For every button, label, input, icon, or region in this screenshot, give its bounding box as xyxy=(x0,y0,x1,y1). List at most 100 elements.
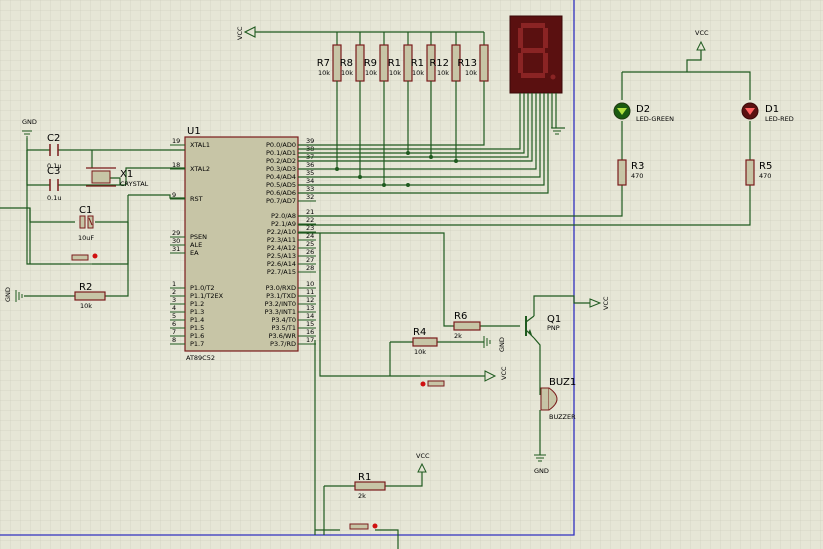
pin-number: 7 xyxy=(172,328,176,336)
pin-name: P2.7/A15 xyxy=(267,268,296,276)
vcc-arrow-bottom-icon xyxy=(417,462,427,473)
pin-name: P3.0/RXD xyxy=(266,284,296,292)
p0-bus-wires xyxy=(298,92,549,194)
pullup-ref: R1 xyxy=(388,58,401,69)
pin-number: 25 xyxy=(306,240,314,248)
pin-name: P0.0/AD0 xyxy=(266,141,296,149)
pin-name: RST xyxy=(190,195,203,203)
r1b-ref: R1 xyxy=(358,472,371,483)
pin-name: P1.0/T2 xyxy=(190,284,215,292)
seven-segment-display[interactable] xyxy=(509,15,565,135)
pin-number: 14 xyxy=(306,312,314,320)
resistor-r1-bottom[interactable] xyxy=(354,481,386,491)
pin-number: 26 xyxy=(306,248,314,256)
vcc-label-bottom: VCC xyxy=(416,452,430,460)
r3-ref: R3 xyxy=(631,161,644,172)
r6-value: 2k xyxy=(454,332,462,340)
gnd-icon-buzzer xyxy=(534,454,546,462)
c1-value: 10uF xyxy=(78,234,94,242)
pin-name: P2.3/A11 xyxy=(267,236,296,244)
pin-number: 17 xyxy=(306,336,314,344)
r6-ref: R6 xyxy=(454,311,467,322)
c1-ref: C1 xyxy=(79,205,92,216)
pin-name: P1.3 xyxy=(190,308,204,316)
pullup-resistor[interactable] xyxy=(479,44,489,82)
pin-number: 6 xyxy=(172,320,176,328)
pin-name: P3.1/TXD xyxy=(266,292,296,300)
capacitor-c3[interactable] xyxy=(49,179,59,191)
pin-number: 35 xyxy=(306,169,314,177)
resistor-r5[interactable] xyxy=(745,159,755,186)
capacitor-c2[interactable] xyxy=(49,144,59,156)
pin-name: P1.7 xyxy=(190,340,204,348)
r4-ref: R4 xyxy=(413,327,426,338)
c2-ref: C2 xyxy=(47,133,60,144)
vcc-label-mid: VCC xyxy=(500,366,508,380)
c3-ref: C3 xyxy=(47,166,60,177)
pin-number: 11 xyxy=(306,288,314,296)
resistor-r2[interactable] xyxy=(74,291,106,301)
r2-value: 10k xyxy=(80,302,92,310)
pin-name: P0.7/AD7 xyxy=(266,197,296,205)
pin-number: 39 xyxy=(306,137,314,145)
led-d2[interactable] xyxy=(613,102,631,120)
pin-number: 5 xyxy=(172,312,176,320)
gnd-label-r4: GND xyxy=(498,337,506,352)
pin-number: 4 xyxy=(172,304,176,312)
transistor-q1[interactable] xyxy=(525,315,535,339)
resistor-r6[interactable] xyxy=(453,321,481,331)
pullup-value: 10k xyxy=(318,69,330,77)
pin-name: P0.4/AD4 xyxy=(266,173,296,181)
pin-number: 33 xyxy=(306,185,314,193)
resistor-r4[interactable] xyxy=(412,337,438,347)
crystal-x1[interactable] xyxy=(86,167,116,187)
pullup-ref: R7 xyxy=(317,58,330,69)
buz-ref: BUZ1 xyxy=(549,377,576,388)
junction-dots xyxy=(335,151,458,187)
pin-name: P0.6/AD6 xyxy=(266,189,296,197)
vcc-arrow-q1-icon xyxy=(589,298,602,308)
pin-number: 2 xyxy=(172,288,176,296)
pin-number: 21 xyxy=(306,208,314,216)
pin-name: P1.5 xyxy=(190,324,204,332)
reset-button[interactable] xyxy=(70,253,98,265)
c3-value: 0.1u xyxy=(47,194,61,202)
pin-name: P0.3/AD3 xyxy=(266,165,296,173)
pin-name: P1.2 xyxy=(190,300,204,308)
gnd-label-buzzer: GND xyxy=(534,467,549,475)
pin-name: P0.5/AD5 xyxy=(266,181,296,189)
pullup-value: 10k xyxy=(389,69,401,77)
pin-name: P3.2/INT0 xyxy=(265,300,296,308)
pullup-value: 10k xyxy=(365,69,377,77)
r3-value: 470 xyxy=(631,172,643,180)
pin-name: XTAL2 xyxy=(190,165,210,173)
push-button-mid[interactable] xyxy=(420,375,450,387)
pin-name: P0.2/AD2 xyxy=(266,157,296,165)
pin-name: P1.6 xyxy=(190,332,204,340)
push-button-bottom[interactable] xyxy=(349,523,378,530)
pullup-value: 10k xyxy=(412,69,424,77)
oscillator-section xyxy=(0,130,185,302)
led-d1[interactable] xyxy=(741,102,759,120)
mcu-part: AT89C52 xyxy=(186,354,215,362)
pin-number: 36 xyxy=(306,161,314,169)
pin-name: P2.2/A10 xyxy=(267,228,296,236)
resistor-r3[interactable] xyxy=(617,159,627,186)
pin-number: 9 xyxy=(172,191,176,199)
capacitor-c1[interactable] xyxy=(79,215,94,229)
gnd-icon-top xyxy=(22,130,32,138)
pullup-ref: R9 xyxy=(364,58,377,69)
d2-ref: D2 xyxy=(636,104,650,115)
gnd-icon-r4 xyxy=(483,336,491,348)
buzzer-buz1[interactable] xyxy=(540,387,558,411)
pin-name: PSEN xyxy=(190,233,207,241)
buz-value: BUZZER xyxy=(549,413,576,421)
vcc-arrow-mid-icon xyxy=(484,370,497,382)
pin-number: 22 xyxy=(306,216,314,224)
pullup-value: 10k xyxy=(465,69,477,77)
pin-name: P3.5/T1 xyxy=(271,324,296,332)
